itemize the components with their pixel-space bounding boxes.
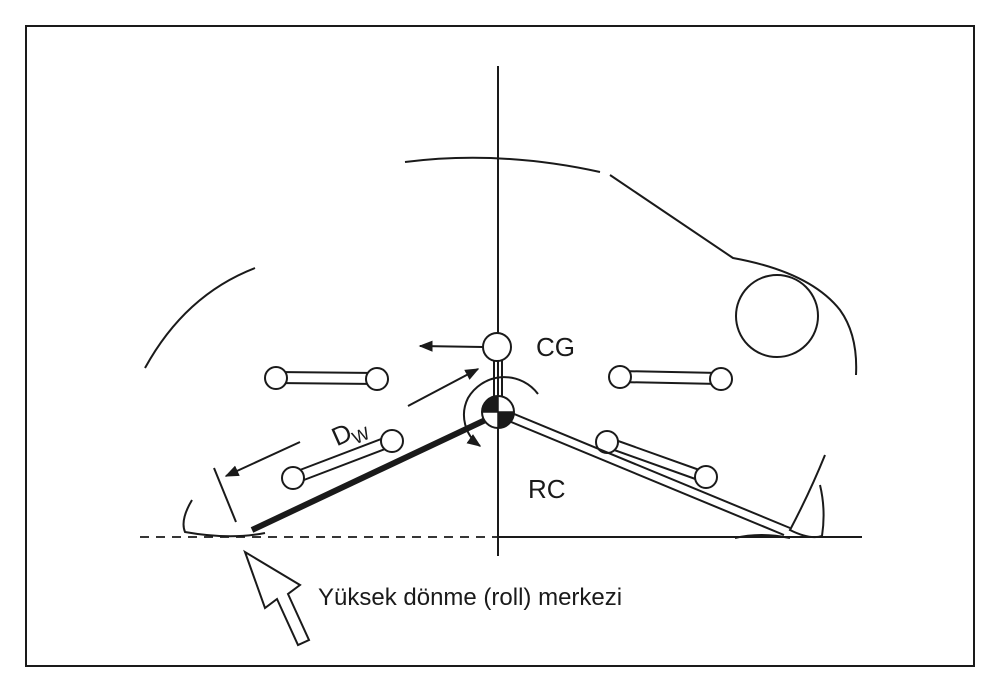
dw-extension-tick [213,467,237,523]
hood-line [609,174,858,376]
roll-center-caption: Yüksek dönme (roll) merkezi [318,584,622,611]
right-lower-arm [595,430,718,489]
center-of-gravity-marker [482,332,512,362]
dw-label: D W [327,417,373,452]
cg-label: CG [536,332,575,362]
rear-arc [144,267,256,369]
roll-center-marker [481,395,515,429]
car-body-outline [144,156,858,376]
left-upper-arm [264,366,389,391]
rc-label: RC [528,474,566,504]
roll-center-pointer-arrow [243,549,311,647]
dw-dimension [213,368,480,523]
cg-rc-stem [493,360,503,400]
right-swing-line [498,408,791,536]
lateral-force-arrow [418,340,484,352]
right-upper-arm [608,365,733,391]
dw-label-sub: W [349,423,373,448]
tire-outlines [182,454,826,539]
frame-border [25,25,975,667]
dw-arrow-start [407,368,480,407]
right-tire [788,454,826,539]
left-tire [182,499,266,538]
left-lower-arm [281,429,404,490]
roll-rotation-arc [463,376,539,447]
roof-arc [404,156,601,173]
left-swing-line [250,412,498,533]
dw-arrow-end [224,441,301,477]
wheel-circle [735,274,819,358]
